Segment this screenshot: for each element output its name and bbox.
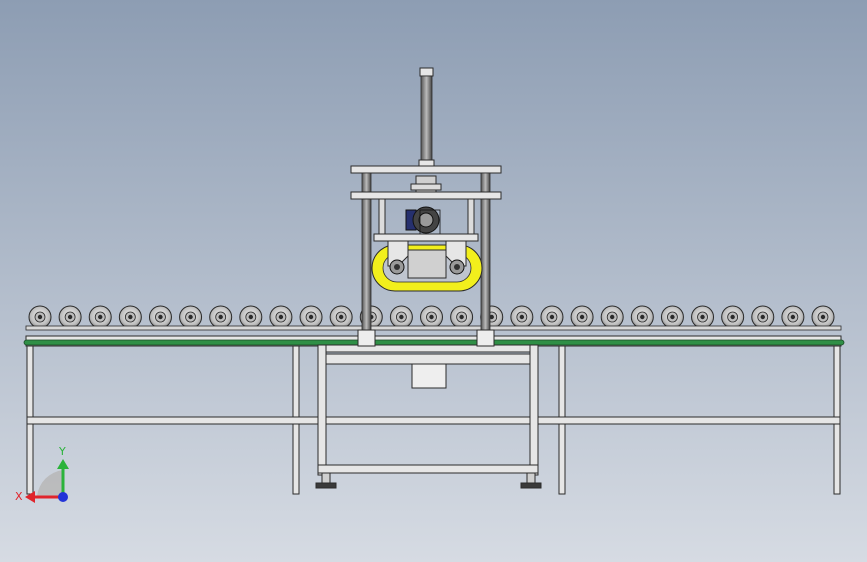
leveling-foot-stem: [321, 472, 331, 484]
top-plate: [350, 165, 502, 174]
subframe-post: [529, 344, 539, 476]
subframe-bottom-beam: [317, 464, 539, 474]
pulley-left-hub: [394, 264, 400, 270]
guide-bushing-left: [357, 329, 376, 347]
y-axis-label: Y: [58, 445, 66, 458]
gripper-mount-plate: [373, 233, 479, 242]
conveyor-roller: [269, 305, 293, 329]
conveyor-roller: [88, 305, 112, 329]
conveyor-roller: [179, 305, 203, 329]
conveyor-roller: [209, 305, 233, 329]
pulley-right-hub: [454, 264, 460, 270]
conveyor-roller: [148, 305, 172, 329]
conveyor-roller: [420, 305, 443, 329]
piston-flange: [410, 183, 442, 191]
subframe-top-beam: [317, 344, 539, 353]
conveyor-roller: [299, 305, 323, 329]
conveyor-roller: [721, 305, 745, 329]
x-axis-arrow: [25, 491, 35, 503]
lower-rail: [26, 416, 841, 425]
coordinate-triad: Y X: [15, 445, 69, 503]
conveyor-roller: [510, 305, 534, 329]
conveyor-roller: [691, 305, 715, 329]
conveyor-roller: [58, 305, 82, 329]
conveyor-roller: [811, 305, 835, 329]
conveyor-roller: [630, 305, 654, 329]
y-axis-arrow: [57, 459, 69, 469]
leveling-foot-pad: [520, 482, 542, 489]
inner-post-right: [467, 198, 475, 236]
conveyor-belt: [23, 339, 845, 346]
roller-bed-edge: [25, 325, 842, 331]
gripper-center-block: [407, 249, 447, 279]
gearbox-hub: [418, 212, 434, 228]
inner-post-left: [378, 198, 386, 236]
control-box: [411, 363, 447, 389]
conveyor-roller: [118, 305, 142, 329]
conveyor-roller: [660, 305, 684, 329]
conveyor-roller: [781, 305, 805, 329]
conveyor-roller: [540, 305, 564, 329]
lift-assembly: [350, 67, 502, 347]
conveyor-roller: [329, 305, 353, 329]
conveyor-roller: [28, 305, 52, 329]
leveling-foot-pad: [315, 482, 337, 489]
gripper-arm-left: [387, 240, 409, 267]
conveyor-roller: [389, 305, 413, 329]
guide-bushing-right: [476, 329, 495, 347]
moving-plate: [350, 191, 502, 200]
leveling-foot-stem: [526, 472, 536, 484]
cylinder-rod: [420, 75, 433, 167]
cylinder-cap: [419, 67, 434, 77]
subframe-post: [317, 344, 327, 476]
x-axis-label: X: [15, 490, 23, 503]
center-subframe: [315, 344, 542, 489]
z-axis-dot: [58, 492, 68, 502]
conveyor-roller: [751, 305, 775, 329]
conveyor-roller: [570, 305, 594, 329]
subframe-inner-beam: [325, 353, 531, 365]
triad-plane: [37, 470, 63, 496]
conveyor-roller: [239, 305, 263, 329]
conveyor-roller: [450, 305, 474, 329]
conveyor-roller: [600, 305, 624, 329]
